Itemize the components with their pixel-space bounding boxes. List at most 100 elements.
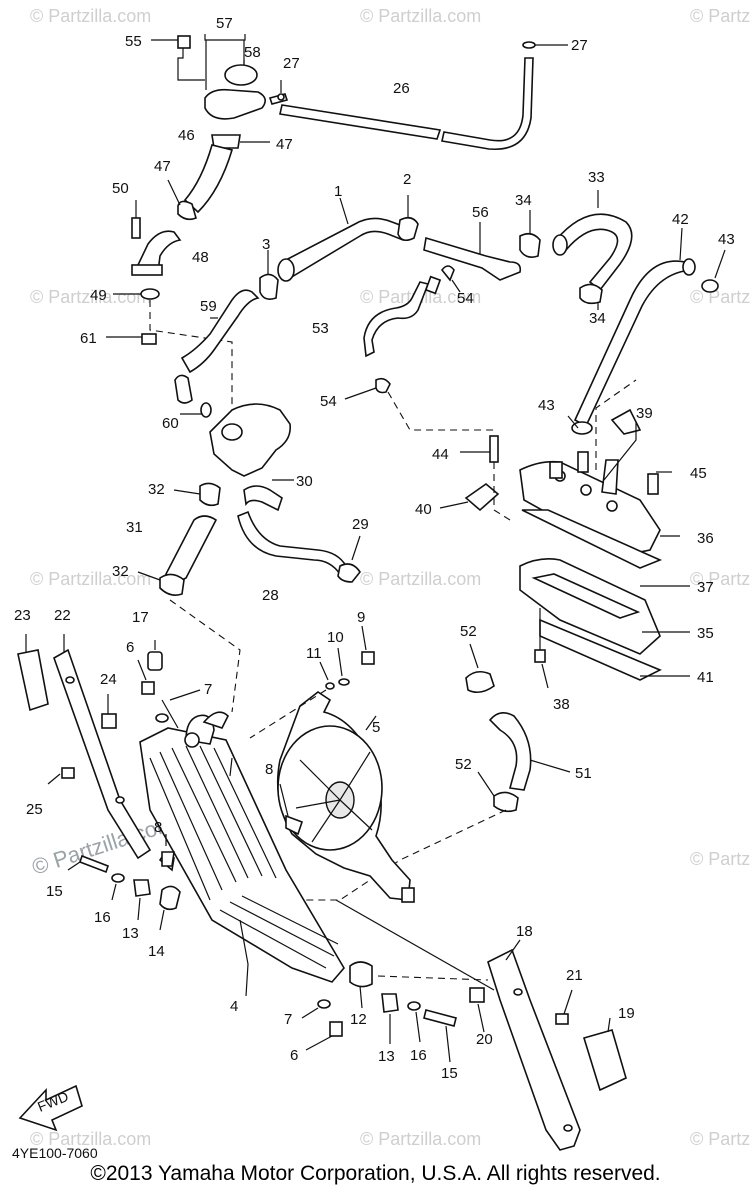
callout-8: 8 [265,761,273,778]
callout-7: 7 [204,681,212,698]
clamp-3-shape [259,273,279,300]
diagram-code: 4YE100-7060 [12,1145,98,1161]
washer-10-shape [338,678,350,686]
pad-19-shape [582,1029,627,1092]
watermark: © Partzilla.com [360,1129,481,1149]
clamp-52b-shape [493,791,519,813]
cap-58-shape [224,64,258,86]
callout-22: 22 [54,607,71,624]
oring-60-shape [200,402,212,418]
callout-1: 1 [334,183,342,200]
callout-36: 36 [697,530,714,547]
hose-59-shape [180,289,260,374]
tank-57-shape [204,88,266,120]
outlet-48-shape [136,230,182,274]
callout-45: 45 [690,465,707,482]
callout-31: 31 [126,519,143,536]
clamp-2-shape [397,216,419,242]
hose-46-shape [183,144,234,214]
drain-17-shape [147,651,163,671]
callout-34b: 34 [589,310,606,327]
bracket-22-shape [53,648,152,860]
watermark: © Partzilla.com [30,569,151,589]
hose-53-assembly [344,275,496,431]
callout-42: 42 [672,211,689,228]
callout-58: 58 [244,44,261,61]
hose-33-shape [554,213,633,292]
hose-42-assembly [573,227,726,428]
callout-54: 54 [457,290,474,307]
callout-25: 25 [26,801,43,818]
bolt-21-shape [555,1013,569,1025]
hose-1-shape [280,217,410,280]
callout-55: 55 [125,33,142,50]
watermark: © Partzilla.com [690,6,751,26]
clip-43-shape [701,279,719,293]
callout-13b: 13 [378,1048,395,1065]
clamp-47-shape [211,134,241,149]
callout-labels: 1 2 3 4 5 6 6 7 7 8 8 9 10 11 12 13 13 1… [14,15,735,1082]
reservoir-assembly [151,34,568,221]
bracket-22-assembly [17,634,181,931]
callout-17: 17 [132,609,149,626]
callout-59: 59 [200,298,217,315]
callout-47b: 47 [154,158,171,175]
hose-26-shape [279,104,442,140]
callout-43b: 43 [538,397,555,414]
callout-56: 56 [472,204,489,221]
oring-49-shape [140,288,160,300]
clip-43b-shape [571,421,593,435]
callout-16b: 16 [410,1047,427,1064]
bolt-15b-shape [423,1009,457,1027]
bolt-61-shape [141,333,157,345]
callout-3: 3 [262,236,270,253]
clamp-34b-shape [579,283,603,305]
callout-49: 49 [90,287,107,304]
washer-7-shape [155,713,169,723]
callout-33: 33 [588,169,605,186]
thermostat-assembly [106,289,292,477]
hose-28-shape [237,510,347,576]
callout-20: 20 [476,1031,493,1048]
fwd-arrow: FWD 4YE100-7060 [12,1084,98,1161]
fan-5-assembly [276,691,415,903]
callout-57: 57 [216,15,233,32]
hose-28-assembly [237,479,361,583]
bolt-25-shape [61,767,75,779]
watermark: © Partzilla.com [360,6,481,26]
callout-41: 41 [697,669,714,686]
bolt-9-shape [361,651,375,665]
small-parts-upper [137,625,375,739]
collar-13b-shape [381,993,399,1013]
callout-40: 40 [415,501,432,518]
callout-10: 10 [327,629,344,646]
hose-56-shape [423,236,522,281]
callout-19: 19 [618,1005,635,1022]
callout-28: 28 [262,587,279,604]
callout-15b: 15 [441,1065,458,1082]
callout-15: 15 [46,883,63,900]
bolt-6b-shape [329,1021,343,1037]
callout-16: 16 [94,909,111,926]
callout-30: 30 [296,473,313,490]
callout-38: 38 [553,696,570,713]
callout-8b: 8 [154,819,162,836]
watermark: © Partzilla.com [360,569,481,589]
clamp-32-shape [199,482,221,507]
watermark: © Partzilla.com [30,287,151,307]
clamp-52-shape [465,670,495,694]
callout-4: 4 [230,998,238,1015]
callout-24: 24 [100,671,117,688]
callout-52: 52 [460,623,477,640]
watermark: © Partzilla.com [690,1129,751,1149]
callout-61: 61 [80,330,97,347]
hose-56-assembly [423,210,541,293]
callout-48: 48 [192,249,209,266]
callout-6b: 6 [290,1047,298,1064]
callout-34: 34 [515,192,532,209]
nut-20-shape [469,987,485,1003]
watermark: © Partzilla.com [690,287,751,307]
nut-24-shape [101,713,117,729]
callout-23: 23 [14,607,31,624]
